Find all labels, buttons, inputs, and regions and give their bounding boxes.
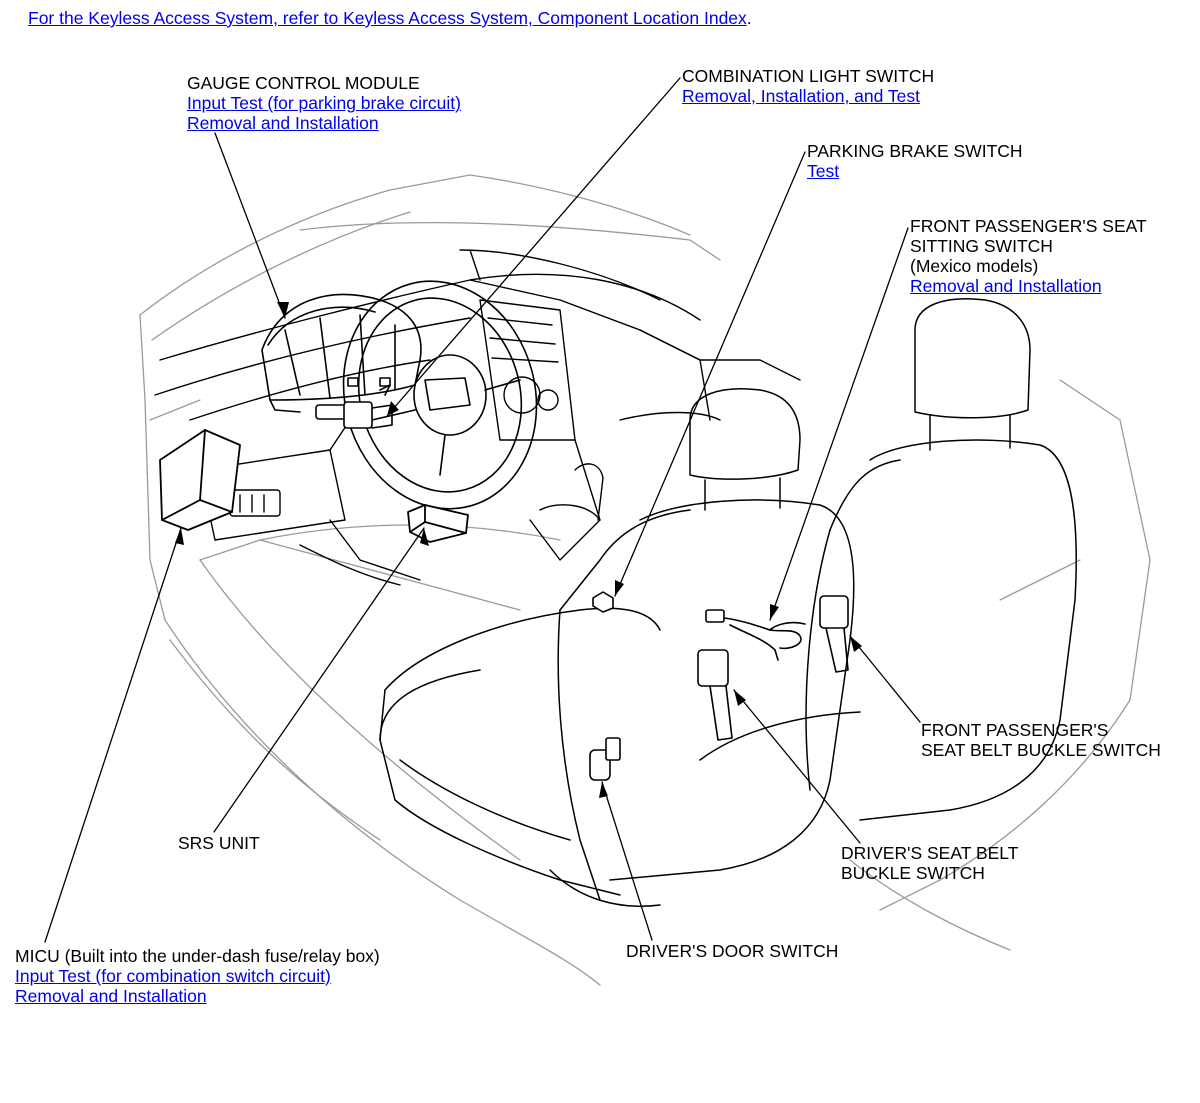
driver-seat-drawing	[379, 388, 855, 907]
keyless-access-link[interactable]: For the Keyless Access System, refer to …	[28, 8, 747, 28]
leader-micu	[44, 527, 182, 943]
driver-buckle-callout: DRIVER'S SEAT BELT BUCKLE SWITCH	[841, 843, 1018, 883]
steering-wheel-drawing	[342, 280, 538, 510]
arrow-combination	[387, 401, 399, 416]
combination-removal-test-link[interactable]: Removal, Installation, and Test	[682, 86, 921, 106]
srs-unit-title: SRS UNIT	[178, 833, 260, 853]
leader-parking-brake	[614, 151, 806, 597]
door-switch-callout: DRIVER'S DOOR SWITCH	[626, 941, 838, 961]
vehicle-body-outline	[139, 174, 1151, 986]
leader-seat-sitting	[769, 227, 909, 621]
arrowheads	[175, 302, 862, 798]
gauge-input-test-link[interactable]: Input Test (for parking brake circuit)	[187, 93, 461, 113]
gauge-control-module-title: GAUGE CONTROL MODULE	[187, 73, 420, 93]
parking-brake-switch-title: PARKING BRAKE SWITCH	[807, 141, 1023, 161]
parking-brake-test-link[interactable]: Test	[807, 161, 840, 181]
combination-switch-drawing	[315, 401, 393, 429]
combination-light-switch-callout: COMBINATION LIGHT SWITCH Removal, Instal…	[682, 66, 934, 106]
arrow-seat-sitting	[770, 604, 779, 620]
micu-box-drawing	[159, 429, 241, 531]
seat-sitting-title-line3: (Mexico models)	[910, 256, 1039, 276]
parking-brake-switch-callout: PARKING BRAKE SWITCH Test	[807, 141, 1023, 181]
leader-driver-buckle	[733, 689, 861, 844]
arrow-micu	[175, 528, 184, 545]
seat-sitting-removal-link[interactable]: Removal and Installation	[910, 276, 1102, 296]
arrow-parking-brake	[615, 580, 624, 596]
micu-callout: MICU (Built into the under-dash fuse/rel…	[15, 946, 380, 1006]
micu-title: MICU (Built into the under-dash fuse/rel…	[15, 946, 380, 966]
dashboard	[154, 249, 801, 586]
leader-lines	[44, 77, 921, 943]
arrow-pass-buckle	[850, 636, 862, 652]
door-switch-drawing	[589, 737, 621, 781]
gauge-cluster-drawing	[261, 293, 422, 413]
keyless-access-note: For the Keyless Access System, refer to …	[28, 8, 752, 29]
leader-gauge	[214, 132, 286, 319]
passenger-buckle-callout: FRONT PASSENGER'S SEAT BELT BUCKLE SWITC…	[921, 720, 1161, 760]
leader-pass-buckle	[849, 635, 921, 723]
note-period: .	[746, 8, 752, 28]
passenger-buckle-title-line1: FRONT PASSENGER'S	[921, 720, 1109, 740]
passenger-buckle-title-line2: SEAT BELT BUCKLE SWITCH	[921, 740, 1161, 760]
leader-door-switch	[601, 781, 653, 941]
srs-unit-callout: SRS UNIT	[178, 833, 260, 853]
arrow-gauge	[277, 302, 289, 318]
driver-buckle-title-line1: DRIVER'S SEAT BELT	[841, 843, 1019, 863]
passenger-seat-drawing	[699, 298, 1077, 821]
arrow-driver-buckle	[734, 690, 746, 706]
seat-sitting-title-line1: FRONT PASSENGER'S SEAT	[910, 216, 1147, 236]
arrow-srs	[420, 528, 429, 546]
seat-sitting-title-line2: SITTING SWITCH	[910, 236, 1053, 256]
door-switch-title: DRIVER'S DOOR SWITCH	[626, 941, 839, 961]
parking-brake-switch-drawing	[592, 591, 614, 613]
seat-sitting-switch-callout: FRONT PASSENGER'S SEAT SITTING SWITCH (M…	[910, 216, 1147, 296]
arrow-door-switch	[599, 782, 608, 798]
driver-buckle-title-line2: BUCKLE SWITCH	[841, 863, 985, 883]
seat-sitting-switch-drawing	[705, 609, 806, 661]
gauge-control-module-callout: GAUGE CONTROL MODULE Input Test (for par…	[187, 73, 461, 133]
buckle-drawings	[697, 595, 849, 741]
combination-light-switch-title: COMBINATION LIGHT SWITCH	[682, 66, 935, 86]
leader-combination	[386, 77, 681, 417]
leader-srs	[213, 527, 425, 833]
gauge-removal-link[interactable]: Removal and Installation	[187, 113, 379, 133]
micu-input-test-link[interactable]: Input Test (for combination switch circu…	[15, 966, 331, 986]
srs-unit-drawing	[407, 504, 469, 543]
micu-removal-link[interactable]: Removal and Installation	[15, 986, 207, 1006]
